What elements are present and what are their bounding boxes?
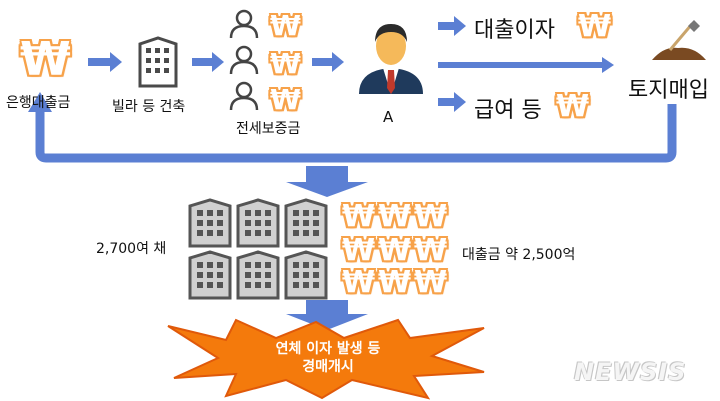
office-building-icon xyxy=(188,198,232,248)
person-icon xyxy=(229,81,259,111)
deposit-won-icon: ₩ xyxy=(270,9,301,42)
won-icon: ₩ xyxy=(342,199,376,234)
office-building-icon xyxy=(188,250,232,300)
won-icon: ₩ xyxy=(414,233,448,268)
won-icon: ₩ xyxy=(414,265,448,300)
jeonse-deposit-label: 전세보증금 xyxy=(236,121,301,137)
salary-label: 급여 등 xyxy=(474,98,542,123)
person-icon xyxy=(229,45,259,75)
auction-burst xyxy=(167,318,485,400)
office-building-icon xyxy=(236,198,280,248)
land-purchase-label: 토지매입 xyxy=(628,78,709,103)
person-icon xyxy=(229,9,259,39)
loan-total-label: 대출금 약 2,500억 xyxy=(462,247,576,263)
office-building-icon xyxy=(284,250,328,300)
tenants-group xyxy=(229,9,259,111)
deposit-won-icon: ₩ xyxy=(270,83,301,116)
villa-construction-label: 빌라 등 건축 xyxy=(112,99,186,115)
won-icon: ₩ xyxy=(378,199,412,234)
arrow-loan-to-build xyxy=(88,52,122,72)
won-icon: ₩ xyxy=(378,265,412,300)
salary-won-icon: ₩ xyxy=(556,89,590,124)
shovel-soil-icon xyxy=(652,20,706,60)
arrow-down-to-buildings xyxy=(286,166,368,197)
office-building-icon xyxy=(138,36,178,88)
deposit-won-icon: ₩ xyxy=(270,47,301,80)
interest-won-icon: ₩ xyxy=(578,9,612,44)
won-icon: ₩ xyxy=(342,265,376,300)
office-building-icon xyxy=(284,198,328,248)
won-icon: ₩ xyxy=(414,199,448,234)
arrow-a-to-salary xyxy=(438,92,466,112)
burst-line1: 연체 이자 발생 등 xyxy=(275,341,381,357)
building-cluster xyxy=(188,198,328,300)
arrow-deposit-to-a xyxy=(312,52,344,72)
won-icon: ₩ xyxy=(378,233,412,268)
arrow-a-to-interest xyxy=(438,16,466,36)
loan-interest-label: 대출이자 xyxy=(474,18,555,43)
arrow-a-to-land xyxy=(438,57,614,73)
person-a-label: A xyxy=(383,108,394,126)
businessman-icon xyxy=(359,24,423,94)
units-count-label: 2,700여 채 xyxy=(96,241,167,257)
bank-loan-won-icon: ₩ xyxy=(20,32,71,86)
arrow-down-to-auction xyxy=(286,300,368,330)
newsis-watermark: NEWSIS xyxy=(574,358,687,386)
bank-loan-label: 은행대출금 xyxy=(6,95,71,111)
arrow-build-to-deposit xyxy=(192,52,224,72)
won-icon: ₩ xyxy=(342,233,376,268)
burst-line2: 경매개시 xyxy=(302,359,354,375)
office-building-icon xyxy=(236,250,280,300)
